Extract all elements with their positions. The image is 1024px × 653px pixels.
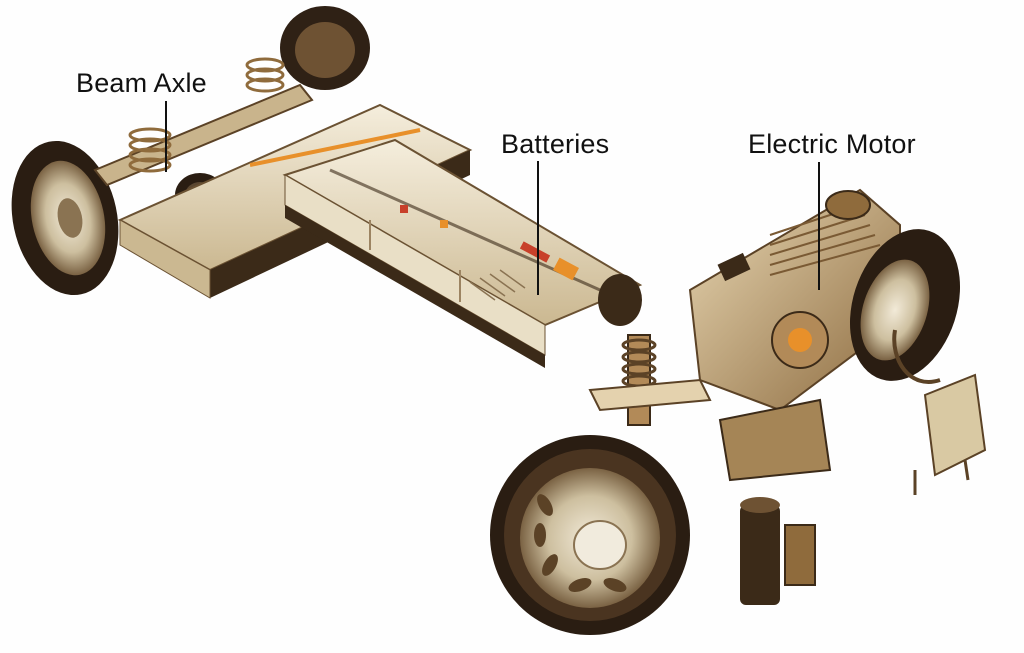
rear-right-wheel	[280, 6, 370, 90]
leader-line-beam-axle	[165, 101, 167, 172]
label-beam-axle: Beam Axle	[76, 68, 207, 98]
front-strut	[588, 334, 712, 426]
label-electric-motor: Electric Motor	[748, 129, 916, 159]
leader-line-batteries	[537, 161, 539, 295]
electric-motor-assembly	[688, 188, 901, 482]
front-left-wheel	[490, 435, 690, 635]
label-batteries: Batteries	[501, 129, 610, 159]
front-right-wheel	[849, 229, 961, 381]
control-unit	[892, 329, 987, 495]
battery-tunnel	[282, 138, 643, 368]
rear-left-wheel	[11, 140, 119, 296]
front-canister	[740, 497, 816, 605]
leader-line-electric-motor	[818, 162, 820, 290]
